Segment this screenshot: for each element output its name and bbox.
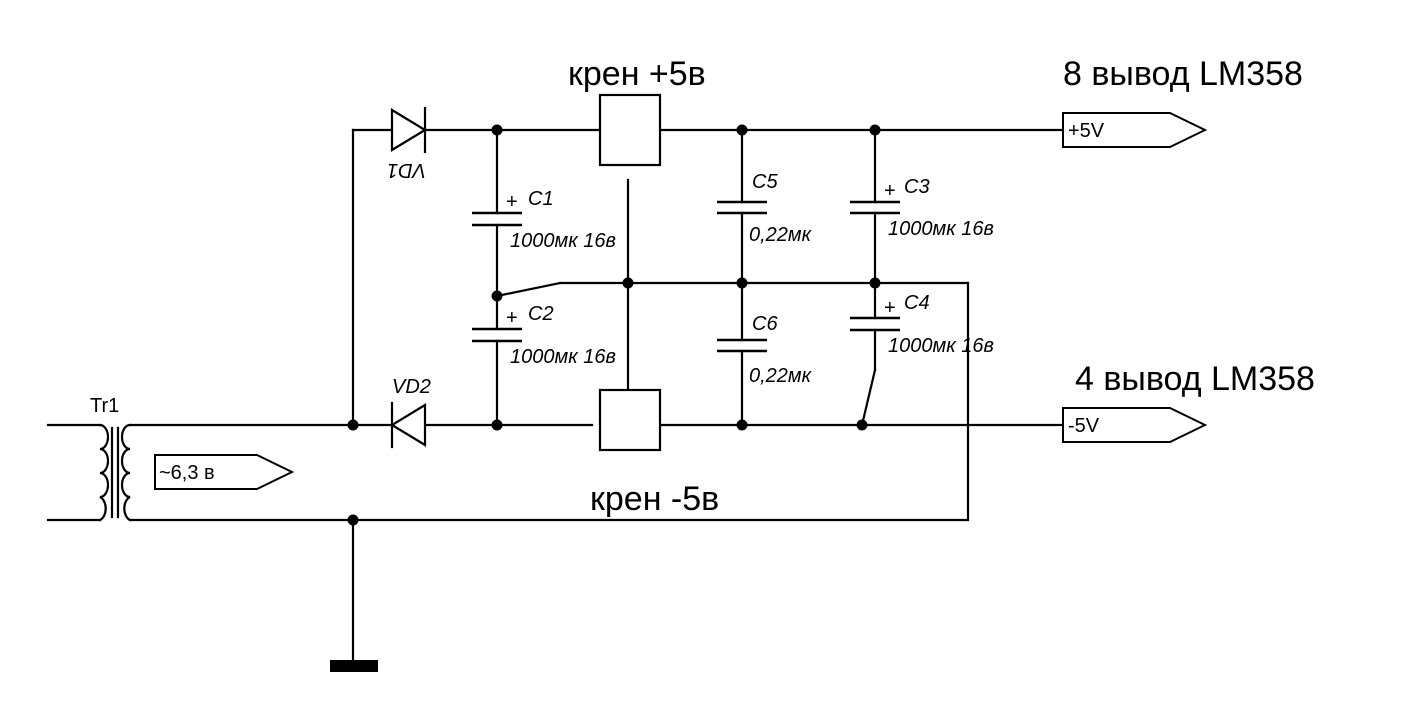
port-minus5v: -5V — [1062, 407, 1208, 443]
regulator-negative — [598, 388, 662, 452]
c5-name: C5 — [752, 171, 778, 193]
c4-value: 1000мк 16в — [888, 335, 994, 357]
regulator-positive — [598, 93, 662, 167]
capacitor-c4: + C4 1000мк 16в — [850, 292, 994, 357]
c4-polarity: + — [884, 297, 896, 319]
wires — [128, 128, 1065, 667]
junction-dots — [347, 124, 881, 526]
c3-name: C3 — [904, 176, 930, 198]
c1-value: 1000мк 16в — [510, 230, 616, 252]
pin4-label: 4 вывод LM358 — [1075, 360, 1315, 398]
capacitor-c6: C6 0,22мк — [717, 313, 813, 387]
port-ac: ~6,3 в — [154, 454, 295, 490]
port-plus5v: +5V — [1062, 112, 1208, 148]
c6-name: C6 — [752, 313, 778, 335]
transformer-tr1: Tr1 — [46, 395, 132, 522]
diode-vd1: VD1 — [387, 106, 428, 181]
c4-name: C4 — [904, 292, 930, 314]
c2-polarity: + — [506, 307, 518, 329]
diode-vd2: VD2 — [389, 376, 431, 449]
c2-name: C2 — [528, 303, 554, 325]
capacitor-c5: C5 0,22мк — [717, 171, 813, 246]
pin8-label: 8 вывод LM358 — [1063, 55, 1303, 93]
regulator-negative-label: крен -5в — [590, 480, 719, 518]
capacitor-c1: + C1 1000мк 16в — [472, 188, 616, 252]
c2-value: 1000мк 16в — [510, 346, 616, 368]
port-plus5v-label: +5V — [1068, 120, 1105, 142]
vd1-label: VD1 — [387, 159, 426, 181]
ground-symbol — [330, 660, 378, 672]
c5-value: 0,22мк — [749, 224, 813, 246]
capacitor-c3: + C3 1000мк 16в — [850, 176, 994, 240]
c1-name: C1 — [528, 188, 554, 210]
c6-value: 0,22мк — [749, 365, 813, 387]
c3-polarity: + — [884, 180, 896, 202]
regulator-positive-label: крен +5в — [568, 55, 706, 93]
c3-value: 1000мк 16в — [888, 218, 994, 240]
port-ac-label: ~6,3 в — [159, 462, 215, 484]
tr1-label: Tr1 — [90, 395, 119, 417]
port-minus5v-label: -5V — [1068, 415, 1100, 437]
c1-polarity: + — [506, 191, 518, 213]
vd2-label: VD2 — [392, 376, 431, 398]
capacitor-c2: + C2 1000мк 16в — [472, 303, 616, 368]
